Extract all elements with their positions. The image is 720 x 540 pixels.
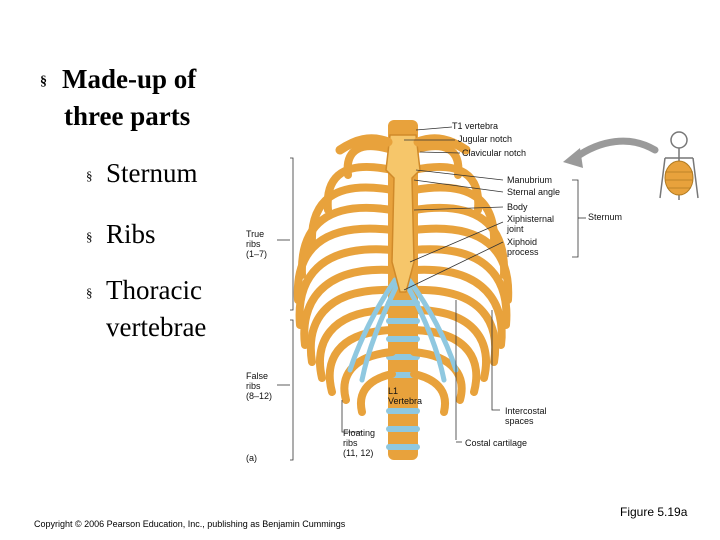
copyright-notice: Copyright © 2006 Pearson Education, Inc.…: [34, 519, 346, 529]
sub-bullet-label-line2: vertebrae: [106, 311, 207, 342]
label-floating-ribs-line1: Floating: [343, 428, 376, 438]
label-l1-vertebra: L1 Vertebra: [388, 386, 422, 406]
label-l1-line2: Vertebra: [388, 396, 423, 406]
label-manubrium: Manubrium: [507, 175, 553, 185]
bullet-marker: §: [86, 284, 93, 300]
label-l1-line1: L1: [388, 386, 399, 396]
label-intercostal-spaces: Intercostal spaces: [505, 406, 547, 426]
label-body: Body: [507, 202, 528, 212]
label-xiphoid-line2: process: [507, 247, 539, 257]
label-clavicular-notch: Clavicular notch: [462, 148, 527, 158]
sub-bullet-ribs: § Ribs: [86, 217, 156, 254]
sub-bullet-label: Sternum: [106, 158, 198, 188]
sub-bullet-sternum: § Sternum: [86, 156, 198, 193]
label-xiphoid-process: Xiphoid process: [507, 237, 539, 257]
sub-bullet-label: Thoracic: [106, 275, 202, 305]
label-true-ribs-line3: (1–7): [246, 249, 268, 259]
label-false-ribs-line3: (8–12): [246, 391, 273, 401]
label-costal-cartilage: Costal cartilage: [465, 438, 528, 448]
label-sternal-angle: Sternal angle: [507, 187, 561, 197]
label-true-ribs-line1: True: [246, 229, 265, 239]
label-intercostal-line1: Intercostal: [505, 406, 547, 416]
label-xiphoid-line1: Xiphoid: [507, 237, 538, 247]
label-t1-vertebra: T1 vertebra: [452, 121, 499, 131]
pointer-arrow: [563, 137, 659, 168]
sternum-bone: [385, 134, 421, 293]
rib-cage-drawing: [293, 120, 513, 460]
bullet-marker: §: [86, 167, 93, 183]
bullet-marker: §: [86, 228, 93, 244]
label-floating-ribs-line2: ribs: [343, 438, 358, 448]
label-jugular-notch: Jugular notch: [458, 134, 513, 144]
label-false-ribs-line1: False: [246, 371, 269, 381]
label-true-ribs-line2: ribs: [246, 239, 261, 249]
label-xiphisternal-line2: joint: [507, 224, 524, 234]
label-panel-a: (a): [246, 453, 257, 463]
bullet-marker: §: [40, 73, 47, 89]
label-xiphisternal-line1: Xiphisternal: [507, 214, 555, 224]
leader-lines: [277, 126, 586, 461]
ribs-left: [293, 142, 396, 416]
figure-number: Figure 5.19a: [620, 505, 688, 519]
label-false-ribs-line2: ribs: [246, 381, 261, 391]
main-bullet-line1: Made-up of: [62, 64, 197, 94]
main-bullet: § Made-up of three parts: [40, 62, 250, 133]
sub-bullet-thoracic-vertebrae: § Thoracic vertebrae: [86, 273, 206, 344]
sub-bullet-label: Ribs: [106, 219, 156, 249]
label-intercostal-line2: spaces: [505, 416, 534, 426]
label-false-ribs: False ribs (8–12): [246, 371, 272, 401]
label-xiphisternal-joint: Xiphisternal joint: [507, 214, 554, 234]
label-true-ribs: True ribs (1–7): [246, 229, 267, 259]
costal-cartilage: [347, 277, 459, 383]
main-bullet-line2: three parts: [64, 100, 191, 131]
skeleton-thumbnail: [659, 131, 699, 200]
label-sternum: Sternum: [588, 212, 623, 222]
label-floating-ribs: Floating ribs (11, 12): [343, 428, 375, 458]
label-floating-ribs-line3: (11, 12): [343, 448, 374, 458]
